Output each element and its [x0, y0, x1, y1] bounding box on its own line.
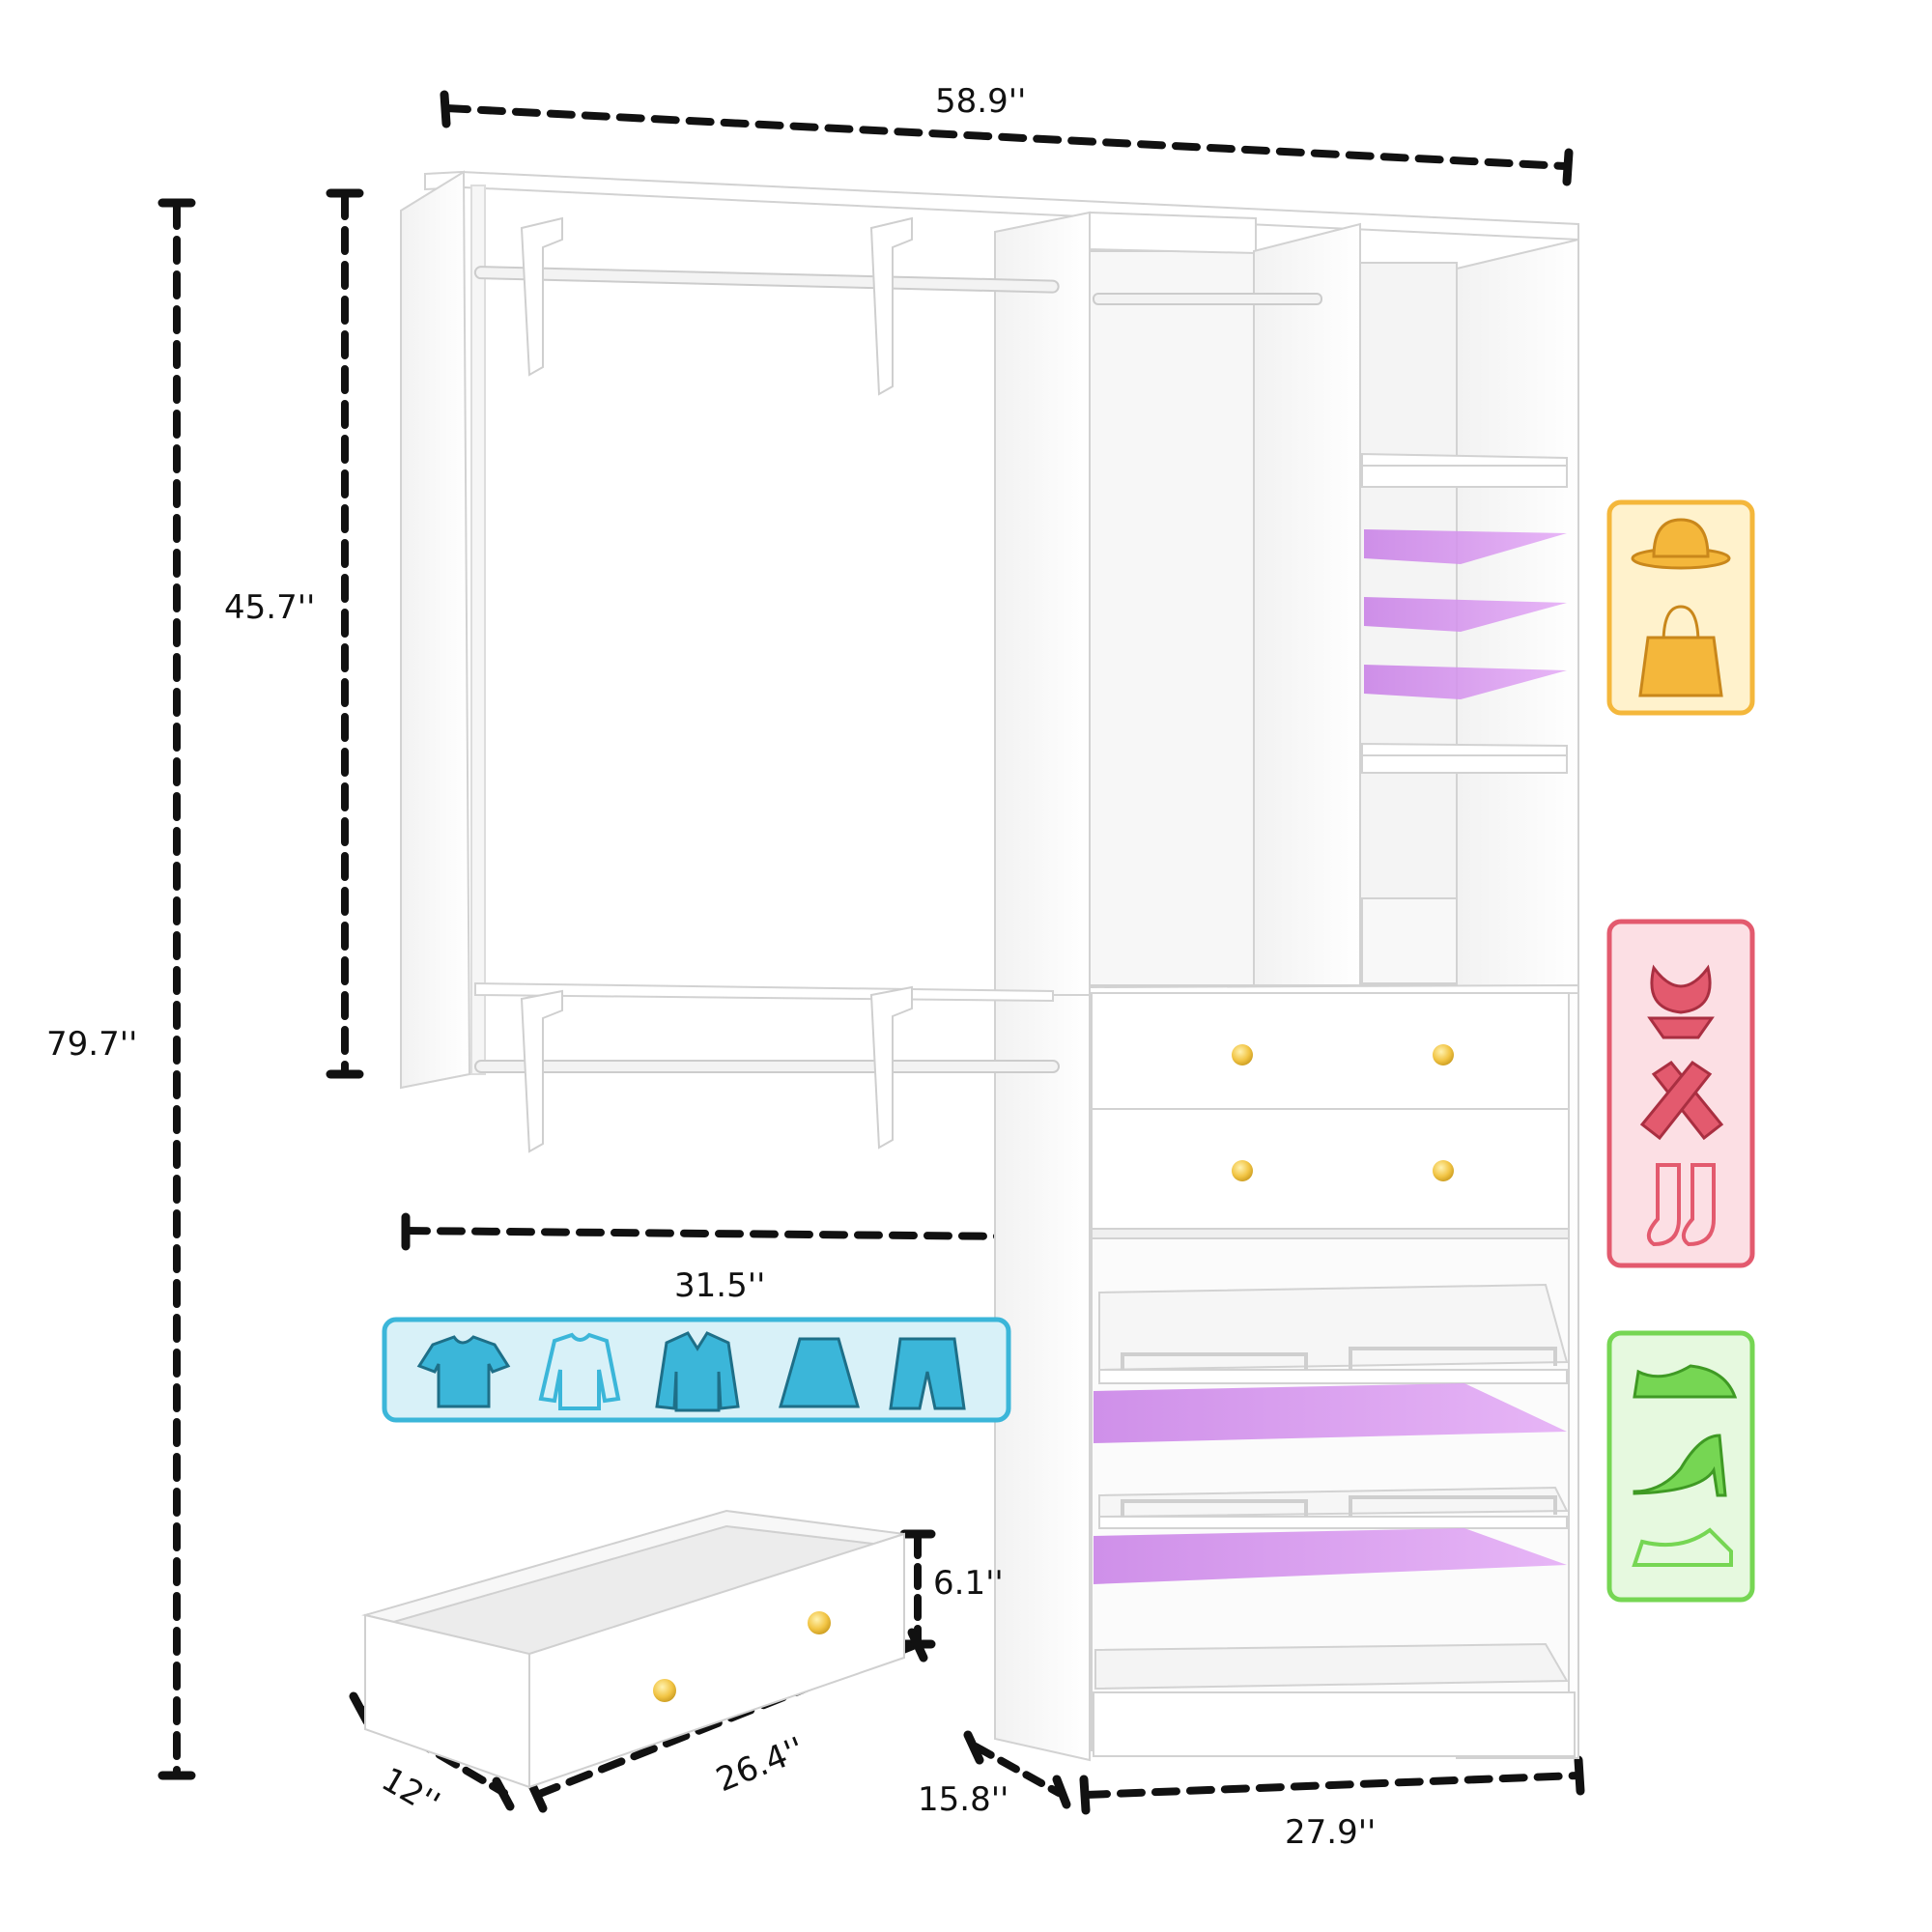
shoe-shelf-2: [1098, 1486, 1569, 1519]
highlight-shoe-shelf-2: [1094, 1528, 1567, 1584]
right-divider: [1253, 222, 1361, 986]
hanging-rods: [473, 216, 1322, 1153]
rod-width-label: 31.5'': [674, 1266, 766, 1305]
accessories-category: [1606, 499, 1755, 716]
bikini-icon: [1647, 964, 1715, 1039]
drawer-knob: [653, 1679, 676, 1702]
rod-width-line: [402, 1227, 1018, 1240]
upper-rod-middle: [1093, 293, 1322, 305]
drawer-knobs: [1232, 1044, 1454, 1181]
top-board: [424, 170, 1579, 242]
toe-kick: [1093, 1691, 1576, 1757]
drawer-knob: [808, 1611, 831, 1634]
knob: [1433, 1160, 1454, 1181]
overall-width-label: 58.9'': [935, 82, 1027, 121]
lower-rod-left: [474, 1060, 1060, 1073]
t-shirt-icon: [416, 1335, 511, 1408]
hat-icon: [1631, 518, 1731, 570]
handbag-icon: [1638, 605, 1723, 697]
highlight-shoe-shelf-1: [1094, 1383, 1567, 1443]
knob: [1232, 1160, 1253, 1181]
upper-rod-left: [473, 266, 1060, 294]
highlight-shelf-1: [1364, 529, 1567, 564]
overall-height-label: 79.7'': [46, 1025, 138, 1064]
tower-width-label: 27.9'': [1285, 1813, 1377, 1852]
underwear-category: [1606, 919, 1755, 1268]
skirt-icon: [779, 1337, 860, 1408]
drawer-height-label: 6.1'': [933, 1564, 1004, 1603]
drawer-1: [1091, 992, 1570, 1110]
tower-left-side: [994, 994, 1091, 1762]
overall-width-line: [442, 104, 1569, 170]
highlight-shelf-2: [1364, 597, 1567, 632]
sweater-icon: [538, 1332, 621, 1410]
sneaker-icon: [1632, 1527, 1733, 1567]
closet-unit: [400, 170, 1579, 1762]
high-heel-icon: [1633, 1434, 1727, 1497]
knob: [1232, 1044, 1253, 1065]
drawer-width-line: [533, 1640, 922, 1799]
knob: [1433, 1044, 1454, 1065]
tower-depth-label: 15.8'': [918, 1780, 1009, 1819]
tower-width-line: [1082, 1772, 1582, 1799]
highlight-shelf-3: [1364, 665, 1567, 699]
shelf-lower: [1361, 742, 1568, 756]
socks-icon: [1646, 1163, 1716, 1247]
shorts-icon: [889, 1337, 966, 1410]
shoe-shelf-1: [1098, 1283, 1569, 1372]
dress-shoe-icon: [1633, 1364, 1738, 1399]
detached-drawer: [361, 1509, 905, 1789]
jacket-icon: [655, 1331, 740, 1412]
drawer-2: [1091, 1108, 1570, 1230]
left-side-panel: [400, 170, 471, 1090]
tower-depth-line: [972, 1743, 1063, 1797]
middle-back-panel: [1089, 250, 1255, 986]
scarf-icon: [1639, 1060, 1724, 1141]
drawer-front: [528, 1532, 905, 1789]
center-divider-upper: [994, 211, 1091, 996]
hanging-clothes-category: [382, 1317, 1011, 1423]
shoes-category: [1606, 1330, 1755, 1603]
hanging-height-label: 45.7'': [224, 588, 316, 627]
